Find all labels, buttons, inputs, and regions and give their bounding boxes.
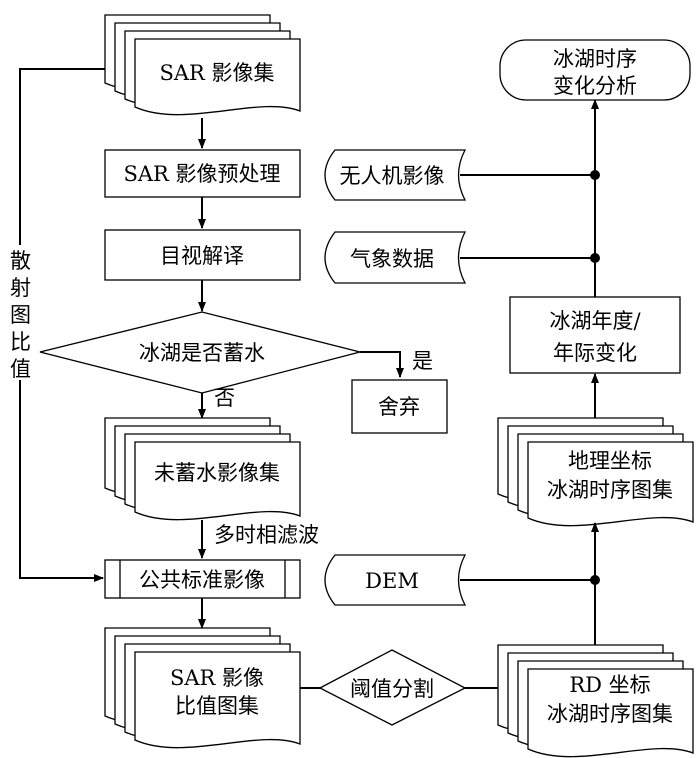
- document-sheet: [527, 441, 694, 527]
- side-char: 射: [10, 276, 31, 300]
- discard-label: 舍弃: [378, 395, 420, 419]
- filter-label: 多时相滤波: [214, 523, 319, 547]
- side-char: 值: [10, 357, 31, 381]
- side-char: 比: [10, 330, 31, 354]
- uav-label: 无人机影像: [340, 164, 445, 188]
- yes-label: 是: [412, 349, 433, 373]
- visual-box: 目视解译: [104, 229, 301, 281]
- junction-dot: [590, 253, 600, 263]
- reference-label: 公共标准影像: [139, 568, 265, 592]
- ratio-label: 比值图集: [175, 694, 259, 718]
- preprocess-box: SAR 影像预处理: [104, 149, 301, 198]
- side-char: 图: [10, 303, 31, 327]
- rd-label: 冰湖时序图集: [547, 702, 673, 726]
- threshold-diamond: 阈值分割: [318, 649, 467, 726]
- sar-set-label: SAR 影像集: [159, 61, 274, 85]
- ratio-stack: [104, 627, 301, 749]
- unstored-label: 未蓄水影像集: [154, 461, 280, 485]
- side-label: 散 射 图 比 值: [10, 249, 31, 381]
- junction-dot: [590, 575, 600, 585]
- geo-label: 冰湖时序图集: [547, 478, 673, 502]
- document-sheet: [134, 38, 301, 116]
- reference-box: 公共标准影像: [104, 559, 301, 599]
- unstored-stack: [104, 417, 301, 521]
- dem-data: DEM: [324, 554, 467, 606]
- decision-label: 冰湖是否蓄水: [139, 341, 265, 365]
- document-sheet: [527, 668, 694, 758]
- geo-stack: [497, 417, 694, 527]
- connectors: [19, 68, 600, 689]
- final-label: 冰湖时序: [553, 47, 637, 71]
- rd-stack: [497, 644, 694, 758]
- ratio-label: SAR 影像: [170, 666, 264, 690]
- sar-set-stack: [104, 14, 301, 116]
- side-char: 散: [10, 249, 31, 273]
- annual-label: 冰湖年度/: [549, 309, 641, 333]
- decision-diamond: 冰湖是否蓄水: [39, 311, 361, 394]
- visual-label: 目视解译: [160, 244, 244, 268]
- final-label: 变化分析: [553, 74, 637, 98]
- junction-dot: [590, 170, 600, 180]
- preprocess-label: SAR 影像预处理: [123, 162, 280, 186]
- meteo-data: 气象数据: [324, 231, 467, 284]
- meteo-label: 气象数据: [350, 247, 434, 271]
- discard-box: 舍弃: [351, 379, 448, 434]
- uav-data: 无人机影像: [324, 149, 467, 201]
- no-label: 否: [214, 386, 235, 410]
- annual-label: 年际变化: [553, 341, 637, 365]
- document-sheet: [134, 651, 301, 749]
- dem-label: DEM: [365, 569, 419, 593]
- document-sheet: [134, 441, 301, 521]
- rd-label: RD 坐标: [569, 673, 650, 697]
- geo-label: 地理坐标: [568, 449, 652, 473]
- threshold-label: 阈值分割: [350, 677, 434, 701]
- annual-box: 冰湖年度/年际变化: [509, 296, 681, 374]
